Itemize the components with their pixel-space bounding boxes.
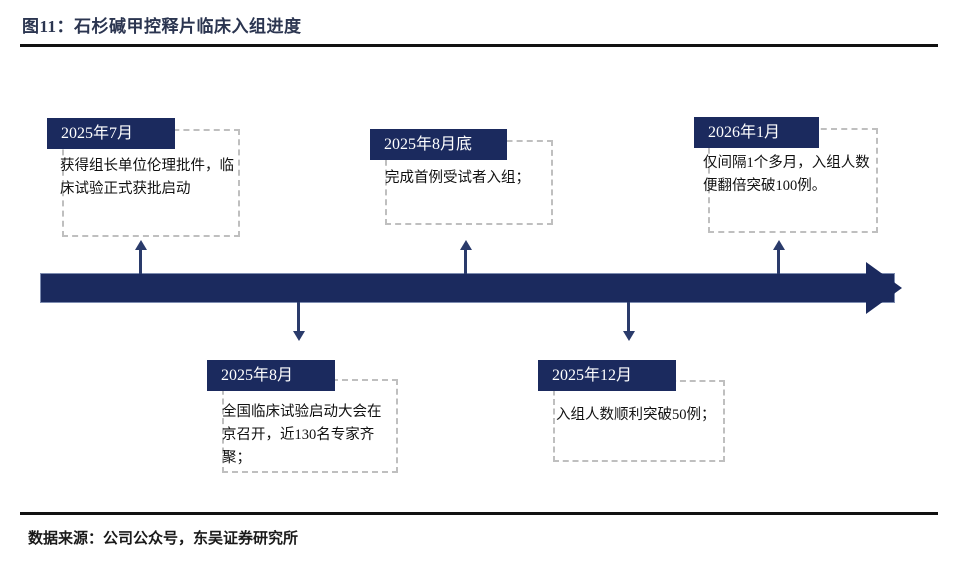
event-card-5-date: 2026年1月 xyxy=(694,117,819,148)
connector-line-event-4 xyxy=(627,302,630,332)
connector-line-event-5 xyxy=(777,248,780,274)
connector-line-event-3 xyxy=(464,248,467,274)
timeline-bar xyxy=(40,273,895,303)
event-card-2-text: 全国临床试验启动大会在京召开，近130名专家齐聚； xyxy=(222,404,382,466)
footer-divider xyxy=(20,512,938,515)
title-divider xyxy=(20,44,938,47)
connector-line-event-1 xyxy=(139,248,142,274)
event-card-5-text: 仅间隔1个多月，入组人数便翻倍突破100例。 xyxy=(703,155,870,194)
event-card-1-text: 获得组长单位伦理批件，临床试验正式获批启动 xyxy=(60,158,234,197)
event-card-4-frame xyxy=(553,380,725,462)
event-card-2-date: 2025年8月 xyxy=(207,360,335,391)
event-card-4-text: 入组人数顺利突破50例； xyxy=(556,407,716,423)
connector-line-event-2 xyxy=(297,302,300,332)
event-card-2-frame xyxy=(222,379,398,473)
event-card-3-text: 完成首例受试者入组； xyxy=(385,170,530,186)
timeline-arrow-icon xyxy=(866,262,902,314)
page-title: 图11：石杉碱甲控释片临床入组进度 xyxy=(22,17,302,36)
connector-arrow-down-icon-4 xyxy=(623,331,635,341)
event-card-4-date: 2025年12月 xyxy=(538,360,676,391)
connector-arrow-down-icon-2 xyxy=(293,331,305,341)
event-card-3-date: 2025年8月底 xyxy=(370,129,507,160)
source-note: 数据来源：公司公众号，东吴证券研究所 xyxy=(28,531,299,547)
connector-arrow-up-icon-1 xyxy=(135,240,147,250)
event-card-1-date: 2025年7月 xyxy=(47,118,175,149)
connector-arrow-up-icon-5 xyxy=(773,240,785,250)
connector-arrow-up-icon-3 xyxy=(460,240,472,250)
